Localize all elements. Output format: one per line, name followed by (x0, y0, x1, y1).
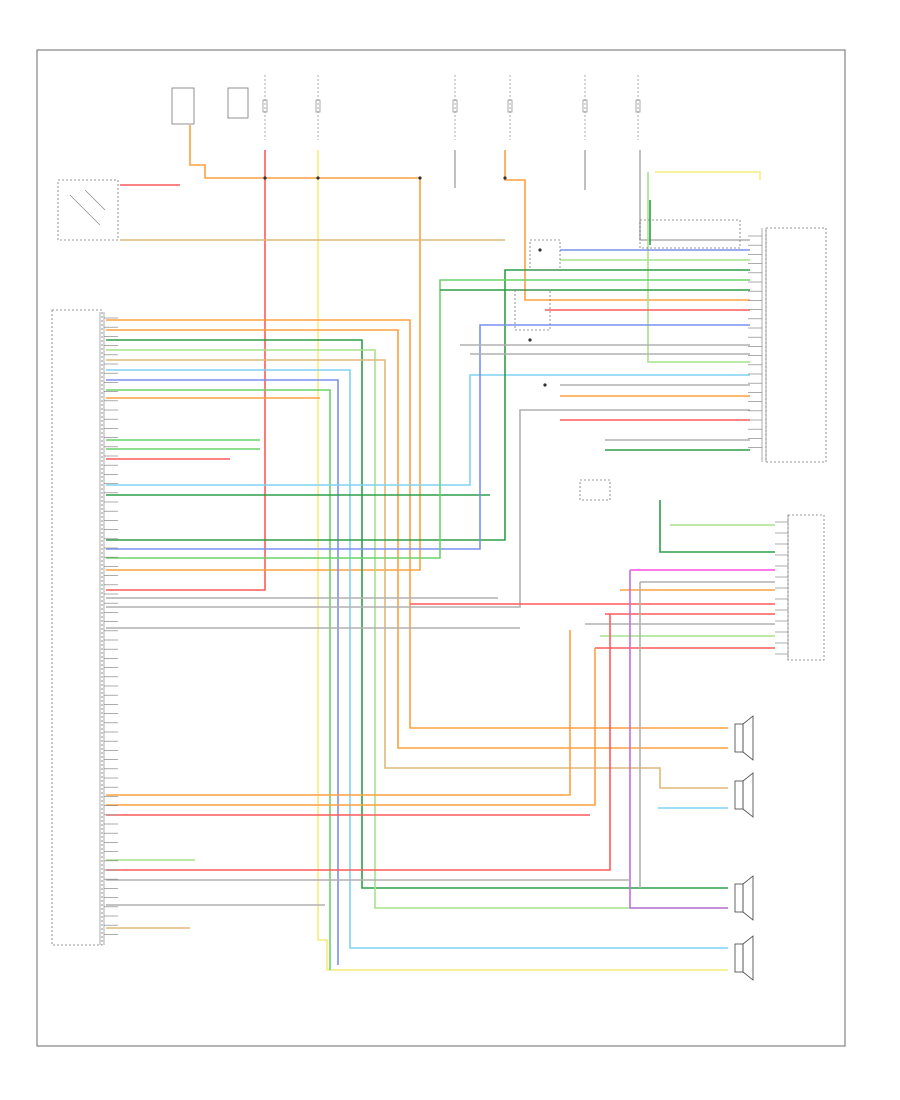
wire-dark-green (659, 500, 775, 553)
wire-layer (106, 125, 775, 971)
wire-light-green (106, 349, 728, 909)
wire-dark-green (106, 269, 750, 541)
wire-orange (106, 319, 728, 729)
splice-dot (316, 176, 320, 180)
radio-control-unit (51, 309, 103, 946)
wire-light-blue (106, 374, 750, 486)
splice-dot (543, 383, 547, 387)
wire-red (106, 150, 266, 591)
connector-icon (639, 219, 741, 249)
speaker-icon (734, 723, 744, 753)
relay-switch (69, 194, 101, 226)
connector-icon (579, 479, 611, 501)
wire-blue (106, 379, 339, 965)
fuse-icon (315, 99, 321, 113)
wire-red (106, 614, 611, 871)
wire-tan (106, 359, 728, 789)
speaker-icon (734, 943, 744, 973)
speaker-icon (742, 935, 754, 981)
relay-switch (84, 189, 106, 211)
diagram-frame (36, 49, 846, 1047)
speaker-icon (742, 875, 754, 921)
wire-green (106, 339, 728, 889)
accessory-module (765, 227, 827, 463)
fuse-icon (262, 99, 268, 113)
wire-orange (106, 648, 596, 806)
fuse-icon (635, 99, 641, 113)
fuse-icon (507, 99, 513, 113)
wire-purple (629, 570, 728, 909)
fuse-icon (452, 99, 458, 113)
wire-blue (106, 324, 750, 550)
wire-gray (106, 409, 750, 608)
wire-green (106, 389, 331, 970)
wire-orange (106, 329, 728, 749)
wire-gray (639, 150, 750, 241)
splice-dot (503, 176, 507, 180)
wire-yellow (317, 150, 728, 971)
splice-dot (538, 248, 542, 252)
speaker-icon (734, 780, 744, 810)
component-layer (51, 75, 827, 981)
splice-dot (418, 176, 422, 180)
splice-dot (263, 176, 267, 180)
speaker-icon (742, 772, 754, 818)
wire-light-blue (106, 369, 728, 949)
relay-icon (57, 179, 119, 241)
speaker-icon (734, 883, 744, 913)
wire-green (106, 279, 750, 559)
wire-yellow (655, 171, 761, 180)
connector-icon (529, 239, 561, 271)
wire-light-green (647, 172, 750, 363)
fuse-icon (582, 99, 588, 113)
connector-icon (514, 289, 551, 331)
wire-orange (504, 150, 750, 301)
wire-orange (106, 125, 421, 571)
relay-icon (171, 87, 195, 125)
splice-dot (528, 338, 532, 342)
amplifier-module (787, 514, 825, 661)
wire-orange (106, 630, 571, 796)
relay-icon (227, 87, 249, 119)
speaker-icon (742, 715, 754, 761)
